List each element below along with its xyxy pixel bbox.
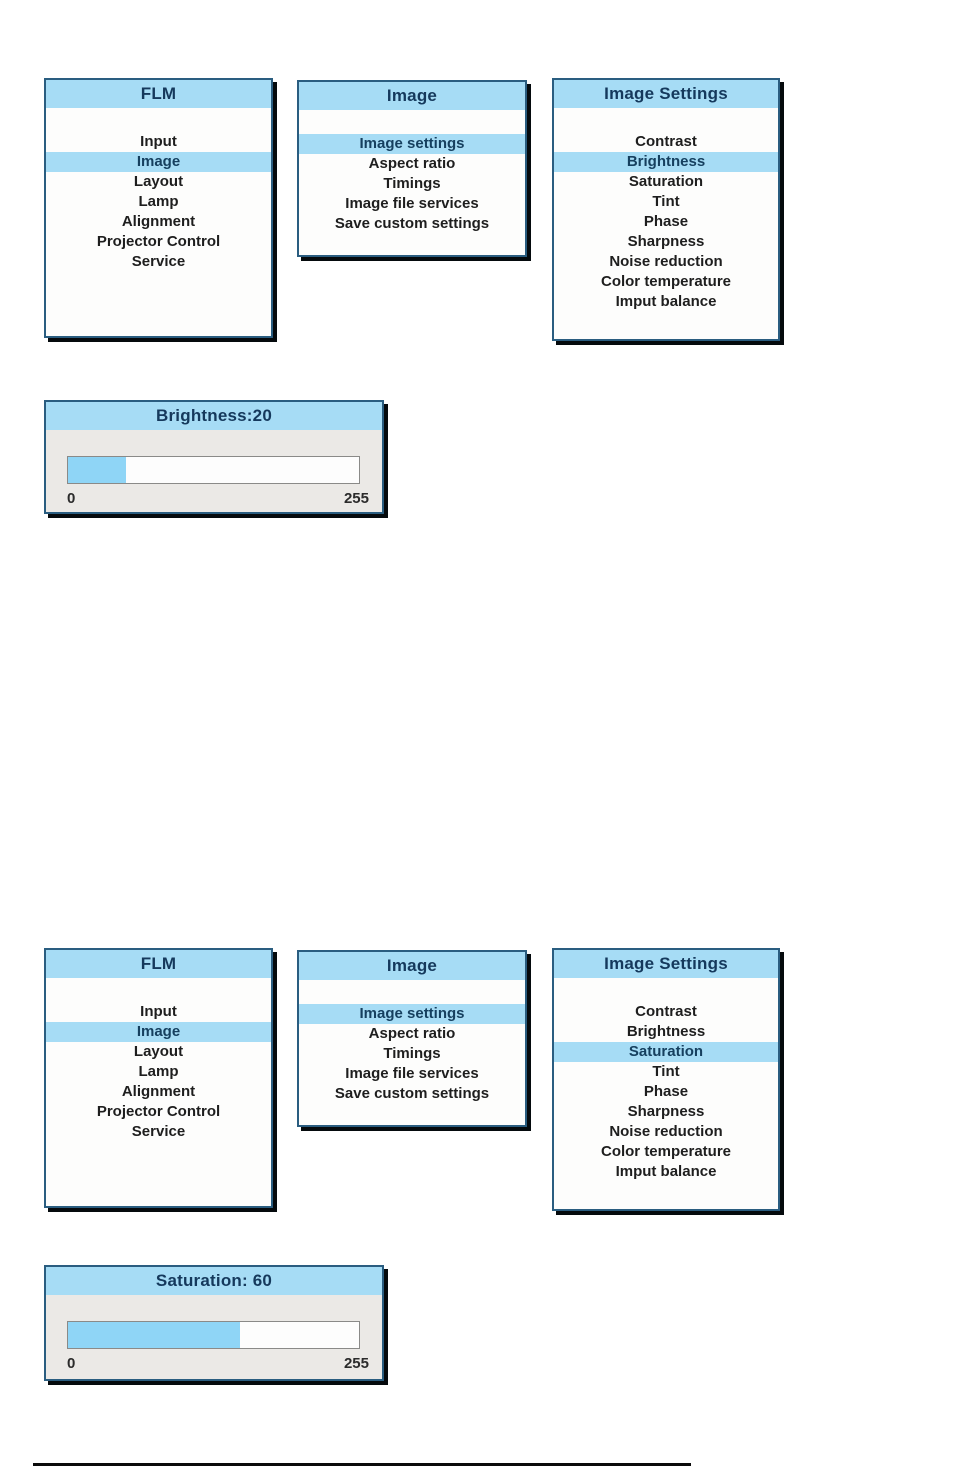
menu-item-image-file-services[interactable]: Image file services — [345, 1065, 479, 1082]
menu-item-layout[interactable]: Layout — [133, 1043, 184, 1060]
image-menu: Image Image settings Aspect ratio Timing… — [297, 80, 527, 257]
brightness-slider-fill — [68, 457, 127, 483]
slider-min-label: 0 — [67, 1355, 76, 1372]
menu-item-image[interactable]: Image — [46, 1022, 271, 1042]
menu-item-alignment[interactable]: Alignment — [121, 1083, 196, 1100]
flm-menu: FLM Input Image Layout Lamp Alignment Pr… — [44, 948, 273, 1208]
brightness-slider-dialog: Brightness:20 0 255 — [44, 400, 384, 514]
image-settings-menu-list: Contrast Brightness Saturation Tint Phas… — [554, 108, 778, 312]
brightness-slider-track[interactable] — [67, 456, 360, 484]
menu-item-layout[interactable]: Layout — [133, 173, 184, 190]
menu-item-imput-balance[interactable]: Imput balance — [615, 1163, 717, 1180]
image-settings-menu: Image Settings Contrast Brightness Satur… — [552, 78, 780, 341]
menu-item-image-settings[interactable]: Image settings — [299, 134, 525, 154]
slider-min-label: 0 — [67, 490, 76, 507]
menu-item-service[interactable]: Service — [131, 1123, 186, 1140]
menu-item-phase[interactable]: Phase — [643, 1083, 689, 1100]
menu-item-projector-control[interactable]: Projector Control — [96, 233, 221, 250]
menu-item-image[interactable]: Image — [46, 152, 271, 172]
saturation-slider-labels: 0 255 — [67, 1355, 369, 1372]
menu-item-contrast[interactable]: Contrast — [635, 1003, 697, 1020]
brightness-slider-labels: 0 255 — [67, 490, 369, 507]
menu-item-brightness[interactable]: Brightness — [626, 1023, 706, 1040]
menu-item-sharpness[interactable]: Sharpness — [627, 1103, 705, 1120]
menu-item-lamp[interactable]: Lamp — [138, 193, 179, 210]
menu-item-sharpness[interactable]: Sharpness — [627, 233, 705, 250]
image-menu-title: Image — [299, 952, 525, 980]
image-settings-menu: Image Settings Contrast Brightness Satur… — [552, 948, 780, 1211]
menu-item-image-settings[interactable]: Image settings — [299, 1004, 525, 1024]
saturation-slider-track[interactable] — [67, 1321, 360, 1349]
menu-item-image-file-services[interactable]: Image file services — [345, 195, 479, 212]
menu-item-timings[interactable]: Timings — [383, 175, 441, 192]
page-footer-rule — [33, 1463, 691, 1466]
menu-item-save-custom-settings[interactable]: Save custom settings — [334, 215, 490, 232]
flm-menu-title: FLM — [46, 80, 271, 108]
menu-item-color-temperature[interactable]: Color temperature — [600, 1143, 732, 1160]
image-settings-menu-list: Contrast Brightness Saturation Tint Phas… — [554, 978, 778, 1182]
menu-item-saturation[interactable]: Saturation — [554, 1042, 778, 1062]
image-settings-menu-title: Image Settings — [554, 950, 778, 978]
menu-item-imput-balance[interactable]: Imput balance — [615, 293, 717, 310]
image-menu-title: Image — [299, 82, 525, 110]
menu-item-phase[interactable]: Phase — [643, 213, 689, 230]
flm-menu-list: Input Image Layout Lamp Alignment Projec… — [46, 978, 271, 1142]
menu-item-alignment[interactable]: Alignment — [121, 213, 196, 230]
menu-item-service[interactable]: Service — [131, 253, 186, 270]
saturation-slider-fill — [68, 1322, 240, 1348]
menu-item-aspect-ratio[interactable]: Aspect ratio — [368, 1025, 456, 1042]
menu-item-saturation[interactable]: Saturation — [628, 173, 704, 190]
menu-item-aspect-ratio[interactable]: Aspect ratio — [368, 155, 456, 172]
flm-menu-list: Input Image Layout Lamp Alignment Projec… — [46, 108, 271, 272]
image-settings-menu-title: Image Settings — [554, 80, 778, 108]
saturation-slider-title: Saturation: 60 — [46, 1267, 382, 1295]
menu-item-noise-reduction[interactable]: Noise reduction — [609, 1123, 723, 1140]
menu-item-noise-reduction[interactable]: Noise reduction — [609, 253, 723, 270]
menu-item-tint[interactable]: Tint — [652, 193, 680, 210]
saturation-slider-dialog: Saturation: 60 0 255 — [44, 1265, 384, 1381]
slider-max-label: 255 — [343, 490, 369, 507]
menu-item-timings[interactable]: Timings — [383, 1045, 441, 1062]
menu-item-lamp[interactable]: Lamp — [138, 1063, 179, 1080]
menu-item-tint[interactable]: Tint — [652, 1063, 680, 1080]
image-menu-list: Image settings Aspect ratio Timings Imag… — [299, 980, 525, 1104]
menu-item-contrast[interactable]: Contrast — [635, 133, 697, 150]
flm-menu-title: FLM — [46, 950, 271, 978]
menu-item-projector-control[interactable]: Projector Control — [96, 1103, 221, 1120]
flm-menu: FLM Input Image Layout Lamp Alignment Pr… — [44, 78, 273, 338]
menu-item-color-temperature[interactable]: Color temperature — [600, 273, 732, 290]
slider-max-label: 255 — [343, 1355, 369, 1372]
brightness-slider-title: Brightness:20 — [46, 402, 382, 430]
image-menu: Image Image settings Aspect ratio Timing… — [297, 950, 527, 1127]
image-menu-list: Image settings Aspect ratio Timings Imag… — [299, 110, 525, 234]
menu-item-save-custom-settings[interactable]: Save custom settings — [334, 1085, 490, 1102]
menu-item-input[interactable]: Input — [140, 133, 177, 150]
menu-item-brightness[interactable]: Brightness — [554, 152, 778, 172]
menu-item-input[interactable]: Input — [140, 1003, 177, 1020]
